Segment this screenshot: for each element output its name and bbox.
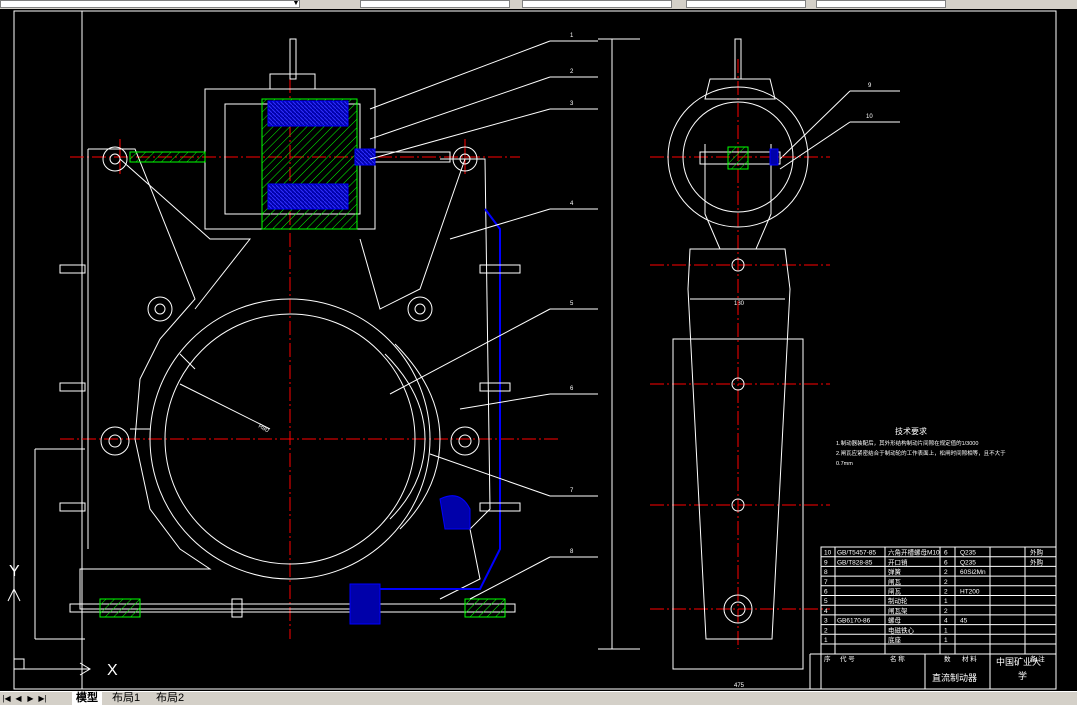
bom-cell-name: 弹簧 <box>888 567 902 576</box>
bom-cell-material: HT200 <box>960 589 980 596</box>
tech-line-2: 2.闸瓦应紧密结合于制动轮的工作表面上，松闸时间隙相等，且不大于 <box>836 449 1006 457</box>
bom-cell-material: 45 <box>960 618 968 625</box>
bom-cell-no: 6 <box>824 589 828 596</box>
bom-cell-qty: 2 <box>944 579 948 586</box>
callout-leaders <box>369 40 900 600</box>
tech-requirements: 技术要求 1.制动器装配后，其外形结构制动片间隙在规定值的1/3000 2.闸瓦… <box>836 426 1006 467</box>
bom-cell-qty: 1 <box>944 637 948 644</box>
bom-cell-code: GB6170-86 <box>837 618 871 625</box>
bom-cell-name: 底座 <box>888 635 902 644</box>
plotstyle-dropdown[interactable] <box>816 0 946 8</box>
bom-cell-name: 闸瓦架 <box>888 607 908 615</box>
callout-9: 9 <box>868 83 872 89</box>
bom-cell-qty: 2 <box>944 589 948 596</box>
callout-7: 7 <box>570 488 574 494</box>
bom-cell-material: Q235 <box>960 550 976 557</box>
linetype-dropdown[interactable] <box>522 0 672 8</box>
drawing-canvas[interactable]: 1 2 3 4 5 6 7 8 9 10 R80 180 475 <box>0 9 1077 691</box>
tab-layout2[interactable]: 布局2 <box>156 692 185 704</box>
bom-cell-no: 9 <box>824 559 828 566</box>
front-view <box>34 38 640 650</box>
bom-table <box>809 546 1057 690</box>
prev-tab-icon[interactable]: ◀ <box>15 694 22 703</box>
last-tab-icon[interactable]: ▶| <box>38 694 47 703</box>
lineweight-dropdown[interactable] <box>686 0 806 8</box>
bom-header-no: 序 <box>824 654 831 663</box>
callout-labels: 1 2 3 4 5 6 7 8 9 10 R80 180 475 <box>257 33 873 689</box>
bom-cell-name: 制动轮 <box>888 596 908 605</box>
bom-cell-name: 六角开槽螺母M10 <box>888 548 940 557</box>
bom-cell-no: 7 <box>824 579 828 586</box>
callout-2: 2 <box>570 69 574 75</box>
ucs-x-label: X <box>107 662 118 679</box>
bom-cell-qty: 6 <box>944 550 948 557</box>
bom-cell-code: GB/T5457-85 <box>837 550 876 557</box>
dim-width-bottom: 475 <box>734 683 745 689</box>
bom-cell-name: 电磁铁心 <box>888 625 915 634</box>
bom-cell-code: GB/T828-85 <box>837 559 873 566</box>
tab-model[interactable]: 模型 <box>72 692 102 705</box>
drawing-frame <box>13 10 1057 690</box>
drawing-name: 直流制动器 <box>932 672 977 683</box>
tech-line-3: 0.7mm <box>836 461 853 467</box>
layer-dropdown[interactable] <box>0 0 300 8</box>
bom-header-qty: 数 <box>944 654 951 663</box>
dim-radius: R80 <box>257 424 270 435</box>
bom-cell-name: 闸瓦 <box>888 578 902 586</box>
tab-layout1[interactable]: 布局1 <box>112 692 141 704</box>
callout-3: 3 <box>570 101 574 107</box>
bom-cell-name: 开口销 <box>888 557 908 566</box>
bom-cell-no: 10 <box>824 550 832 557</box>
tech-line-1: 1.制动器装配后，其外形结构制动片间隙在规定值的1/3000 <box>836 439 978 447</box>
school-name-line1: 中国矿业大 <box>996 656 1041 667</box>
callout-4: 4 <box>570 201 574 207</box>
bom-cell-material: 60Si2Mn <box>960 569 986 576</box>
color-dropdown[interactable] <box>360 0 510 8</box>
bom-cell-qty: 1 <box>944 598 948 605</box>
bom-cell-name: 闸瓦 <box>888 588 902 596</box>
bom-cell-no: 2 <box>824 627 828 634</box>
ucs-icon <box>7 587 91 676</box>
first-tab-icon[interactable]: |◀ <box>2 694 11 703</box>
bom-cell-no: 8 <box>824 569 828 576</box>
callout-10: 10 <box>866 114 873 120</box>
bom-cell-note: 外购 <box>1030 548 1044 557</box>
callout-1: 1 <box>570 33 574 39</box>
bom-cell-qty: 2 <box>944 608 948 615</box>
bom-cell-material: Q235 <box>960 559 976 566</box>
bom-cell-no: 5 <box>824 598 828 605</box>
ucs-y-label: Y <box>9 563 20 580</box>
bom-cell-name: 螺母 <box>888 616 902 625</box>
bom-header-note: 备 注 <box>1030 654 1045 663</box>
bom-cell-note: 外购 <box>1030 557 1044 566</box>
bom-cell-qty: 6 <box>944 559 948 566</box>
next-tab-icon[interactable]: ▶ <box>27 694 34 703</box>
school-name-line2: 学 <box>1018 670 1027 681</box>
side-view <box>650 38 830 670</box>
bom-cell-no: 3 <box>824 618 828 625</box>
dim-width-top: 180 <box>734 301 745 307</box>
layout-tab-bar: |◀ ◀ ▶ ▶| 模型 布局1 布局2 <box>0 691 1077 705</box>
callout-8: 8 <box>570 549 574 555</box>
bom-cell-no: 4 <box>824 608 828 615</box>
bom-header-material: 材 料 <box>962 654 977 663</box>
tech-title: 技术要求 <box>895 426 927 436</box>
bom-header-code: 代 号 <box>840 654 855 663</box>
bom-header-name: 名 称 <box>890 654 905 663</box>
callout-6: 6 <box>570 386 574 392</box>
callout-5: 5 <box>570 301 574 307</box>
chevron-down-icon[interactable]: ▼ <box>292 0 300 7</box>
bom-cell-qty: 1 <box>944 627 948 634</box>
bom-cell-no: 1 <box>824 637 828 644</box>
bom-cell-qty: 4 <box>944 618 948 625</box>
bom-cell-qty: 2 <box>944 569 948 576</box>
title-block: 直流制动器 中国矿业大 学 <box>932 656 1041 683</box>
cad-drawing[interactable]: 1 2 3 4 5 6 7 8 9 10 R80 180 475 <box>0 9 1077 691</box>
